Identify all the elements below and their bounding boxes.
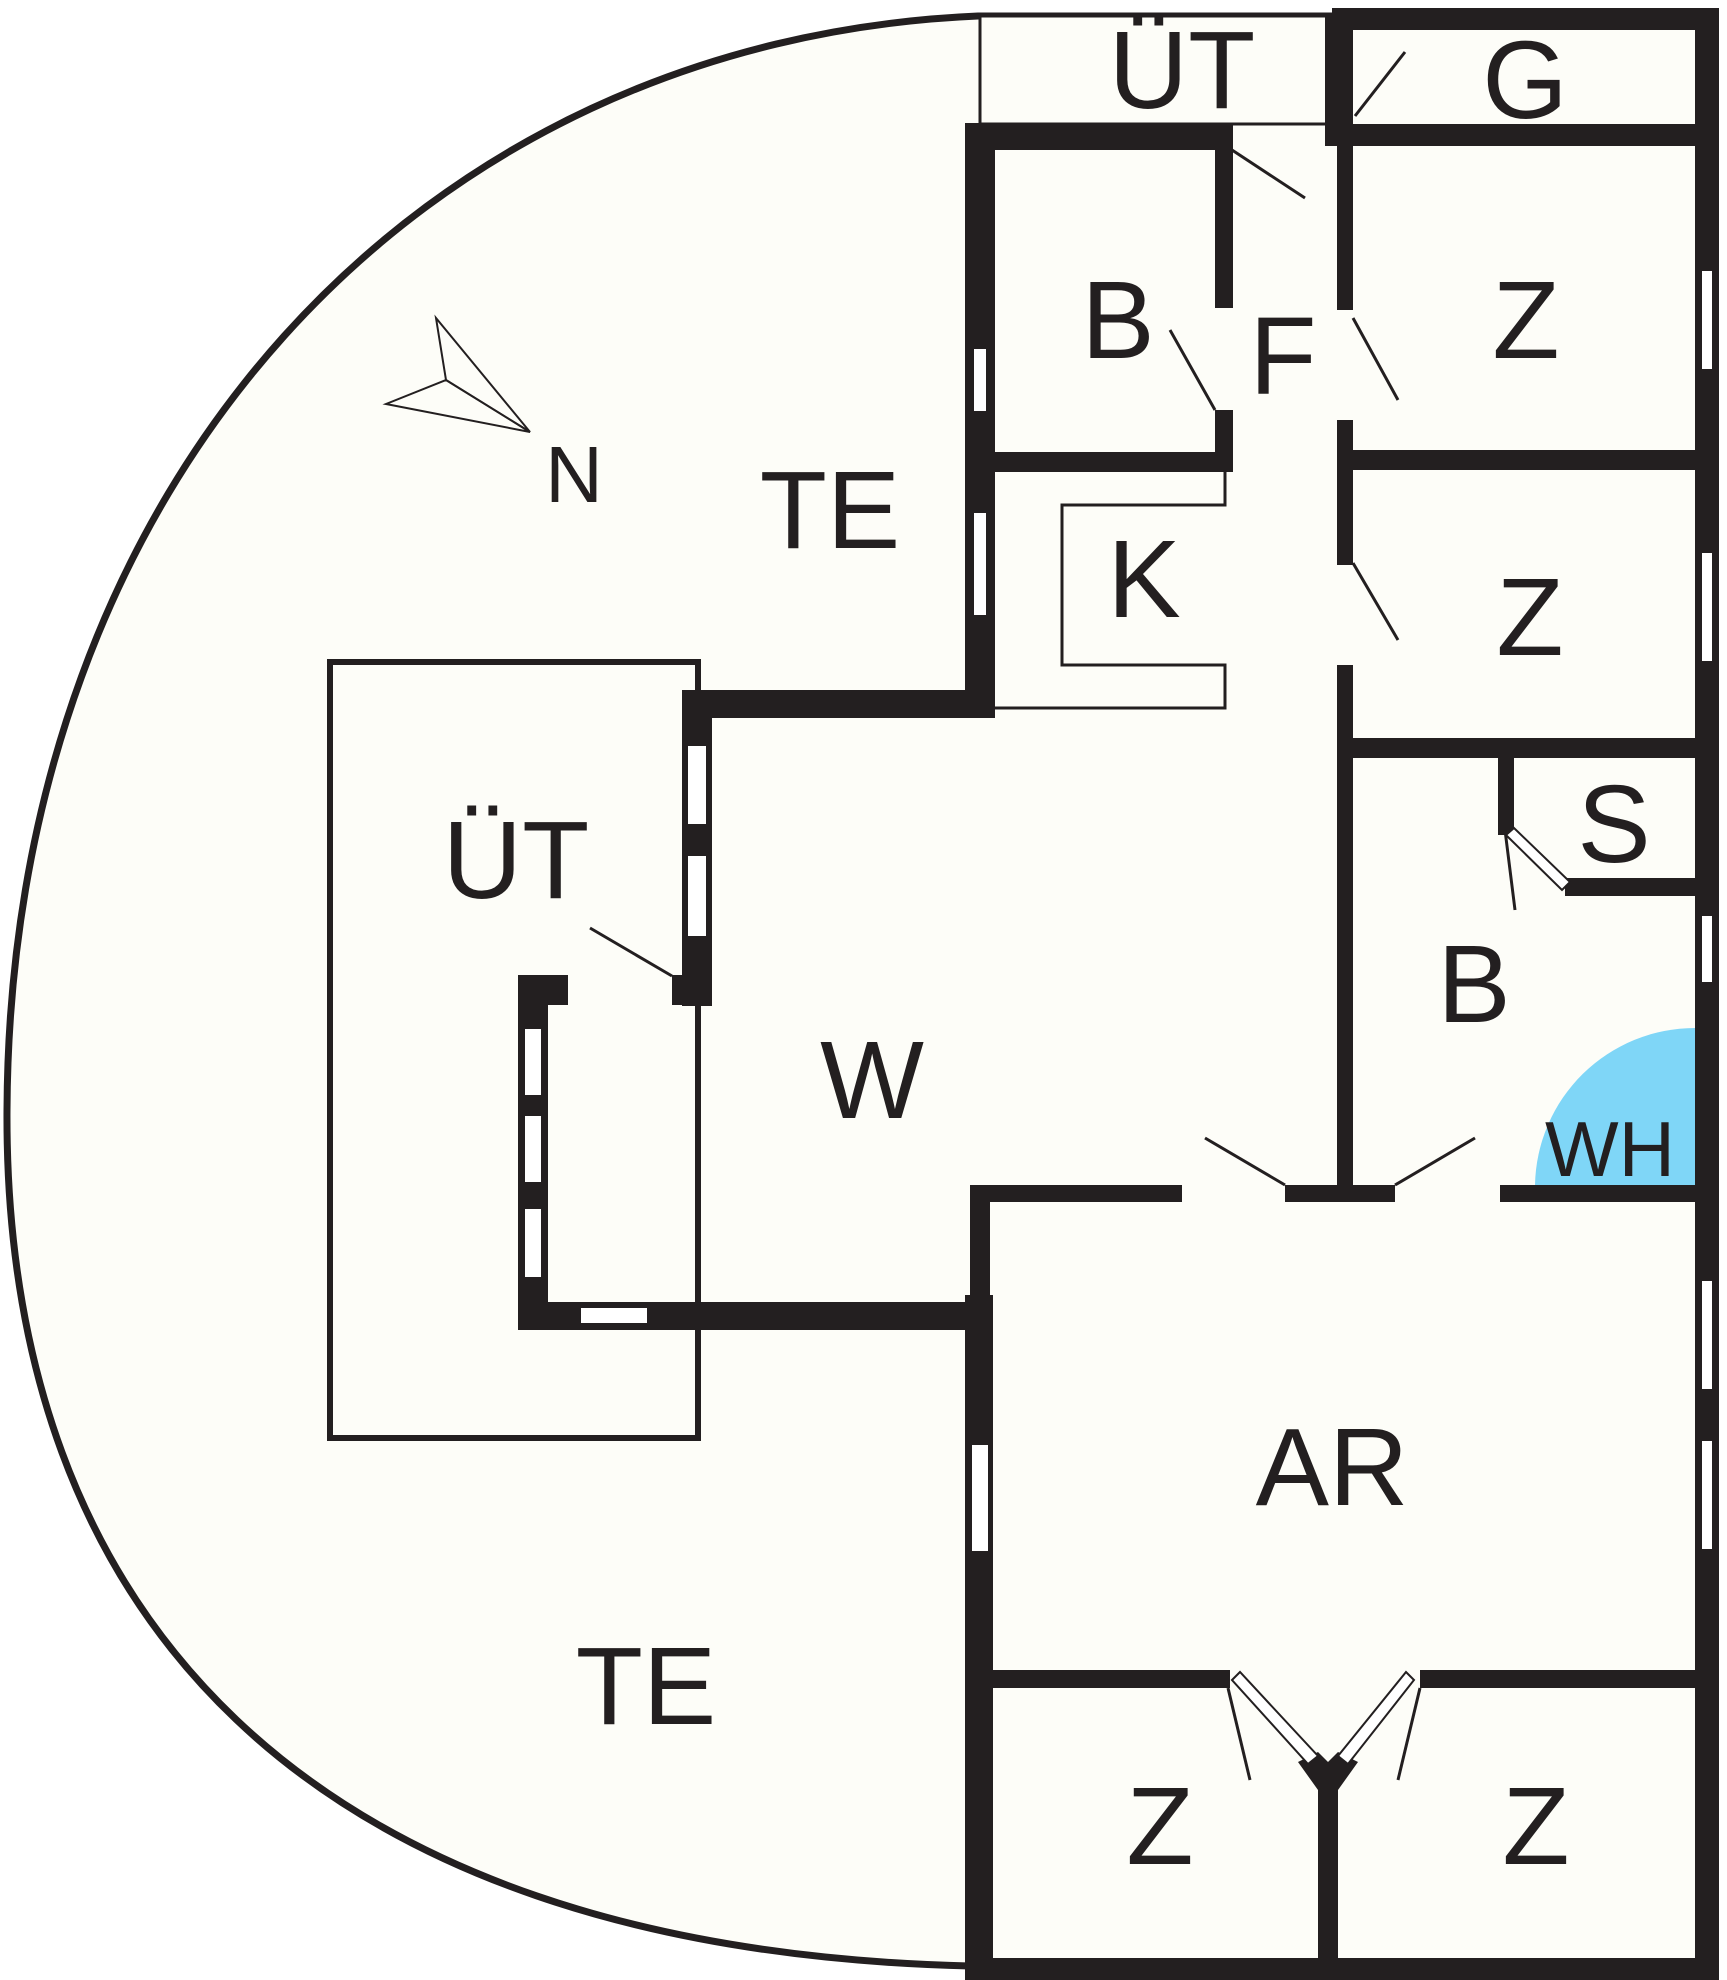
kitchen-counter: [993, 472, 1227, 710]
room-label-bedroom-4: Z: [1502, 1765, 1569, 1888]
room-label-bedroom-1: Z: [1492, 259, 1559, 382]
room-label-terrace-bottom: TE: [576, 1625, 717, 1748]
room-label-living: W: [820, 1019, 924, 1142]
room-label-hall: F: [1249, 295, 1316, 418]
exterior-walls: [518, 8, 1719, 1980]
whirlpool-shape: [1535, 1028, 1695, 1185]
door-swings: [589, 51, 1517, 1781]
room-label-storage: S: [1577, 763, 1650, 886]
north-label: N: [545, 430, 603, 519]
windows: [523, 269, 1714, 1553]
room-label-garage: G: [1482, 19, 1568, 142]
room-label-bath-right: B: [1437, 923, 1510, 1046]
room-label-bedroom-3: Z: [1126, 1765, 1193, 1888]
room-label-work: AR: [1256, 1406, 1409, 1529]
whirlpool-label: WH: [1545, 1105, 1675, 1193]
room-label-kitchen: K: [1107, 518, 1180, 641]
room-label-covered-top: ÜT: [1109, 9, 1256, 132]
terrace-outline: [3, 12, 1704, 1970]
room-label-terrace-top: TE: [760, 449, 901, 572]
covered-area-top: [978, 14, 1332, 126]
room-label-bath-top: B: [1081, 259, 1154, 382]
north-arrow-icon: [382, 314, 531, 433]
room-label-bedroom-2: Z: [1496, 556, 1563, 679]
room-label-covered-left: ÜT: [443, 799, 590, 922]
door-openings: [1230, 826, 1572, 1766]
